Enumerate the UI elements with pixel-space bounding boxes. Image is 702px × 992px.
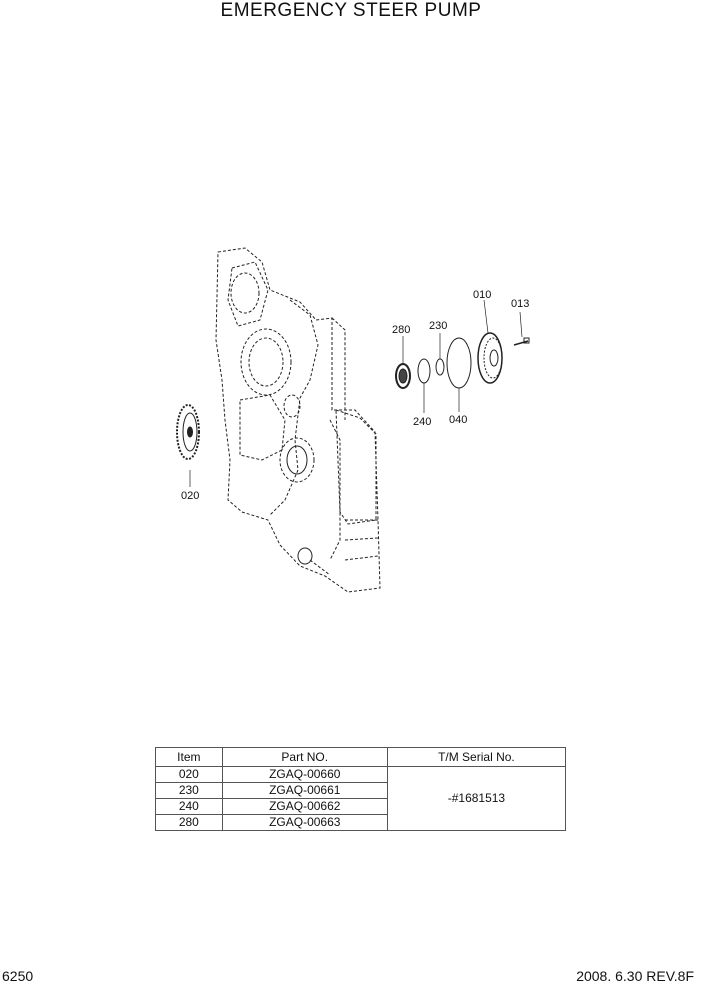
housing-bore-upper <box>230 272 260 314</box>
page-title: EMERGENCY STEER PUMP <box>220 0 482 21</box>
row-part-no: ZGAQ-00661 <box>221 782 388 799</box>
callout-label: 240 <box>413 416 431 428</box>
header-item: Item <box>155 747 223 767</box>
page-number: 6250 <box>2 968 34 984</box>
row-item: 240 <box>155 798 223 815</box>
header-part-no: Part NO. <box>221 747 388 767</box>
revision-date: 2008. 6.30 REV.8F <box>576 968 694 984</box>
oring-230 <box>435 333 445 376</box>
row-part-no: ZGAQ-00663 <box>221 814 388 831</box>
callout-label: 230 <box>429 320 447 332</box>
callout-label: 020 <box>181 490 199 502</box>
table-row: 020 ZGAQ-00660 -#1681513 <box>155 766 567 831</box>
header-serial: T/M Serial No. <box>386 747 567 767</box>
housing-body <box>215 247 381 593</box>
table-header-row: Item Part NO. T/M Serial No. <box>155 747 567 767</box>
cover-010 <box>477 299 503 384</box>
bolt-013 <box>513 311 530 346</box>
callout-label: 010 <box>473 289 491 301</box>
table-row: 280 ZGAQ-00663 <box>155 814 566 831</box>
row-item: 020 <box>155 766 223 783</box>
row-part-no: ZGAQ-00662 <box>221 798 388 815</box>
seal-280 <box>395 336 411 389</box>
oring-240 <box>417 358 431 413</box>
housing-bore-pump <box>279 437 315 483</box>
gear-020 <box>176 404 200 487</box>
housing-bore-bottom <box>297 547 313 565</box>
housing-bore-small <box>283 394 301 418</box>
parts-table: Item Part NO. T/M Serial No. 020 ZGAQ-00… <box>155 747 567 831</box>
callout-label: 040 <box>449 414 467 426</box>
row-part-no: ZGAQ-00660 <box>221 766 388 783</box>
oring-040 <box>446 337 472 412</box>
callout-label: 280 <box>392 324 410 336</box>
side-block <box>335 409 377 525</box>
housing-bore-large <box>240 328 292 396</box>
row-item: 280 <box>155 814 223 831</box>
row-item: 230 <box>155 782 223 799</box>
callout-label: 013 <box>511 298 529 310</box>
row-serial: -#1681513 <box>386 766 567 831</box>
